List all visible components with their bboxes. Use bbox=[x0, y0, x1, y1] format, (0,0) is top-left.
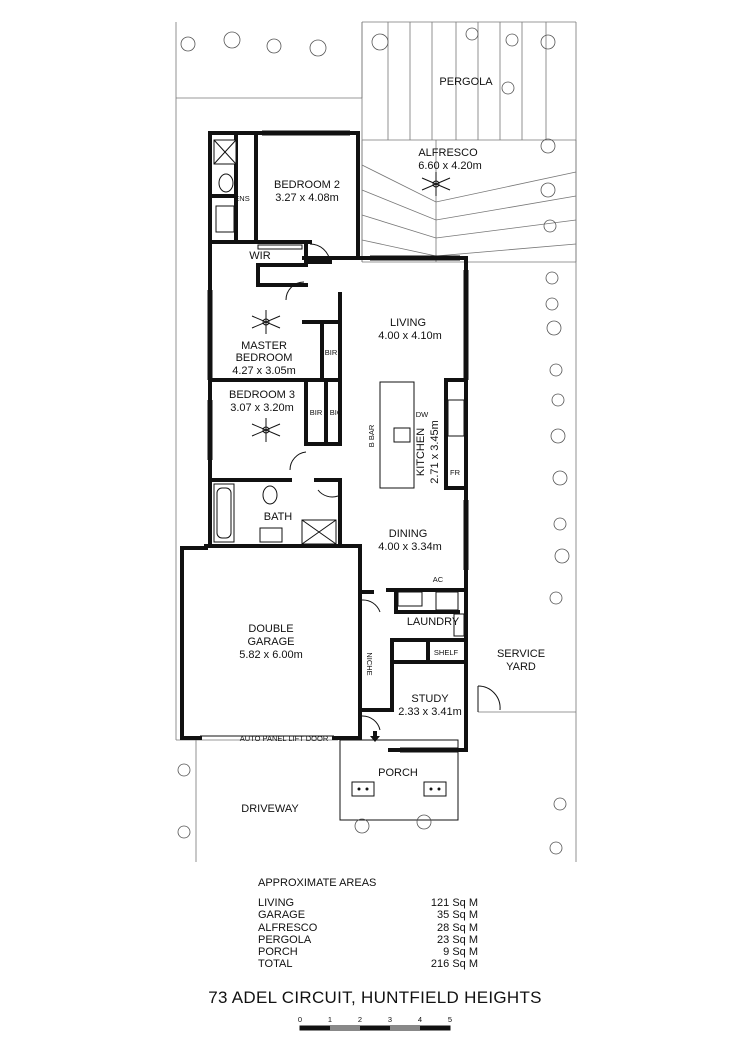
areas-heading: APPROXIMATE AREAS bbox=[258, 877, 377, 889]
area-row: TOTAL 216 Sq M bbox=[258, 958, 478, 970]
dining-size: 4.00 x 3.34m bbox=[378, 541, 442, 553]
garage-label-1: DOUBLE bbox=[248, 623, 293, 635]
bbar-label: B BAR bbox=[367, 424, 376, 447]
area-row: PERGOLA 23 Sq M bbox=[258, 934, 478, 946]
area-row: ALFRESCO 28 Sq M bbox=[258, 922, 478, 934]
scale-tick-0: 0 bbox=[298, 1015, 302, 1024]
ens-label: ENS bbox=[234, 194, 249, 203]
tree-icon bbox=[177, 27, 570, 855]
scale-bar: 0 1 2 3 4 5 bbox=[298, 1015, 452, 1031]
area-label: TOTAL bbox=[258, 958, 293, 971]
scale-tick-2: 2 bbox=[358, 1015, 362, 1024]
shelf-label: SHELF bbox=[434, 648, 459, 657]
doors bbox=[285, 180, 501, 731]
area-row: GARAGE 35 Sq M bbox=[258, 909, 478, 921]
area-label: PERGOLA bbox=[258, 933, 312, 946]
service-yard-label-2: YARD bbox=[506, 661, 536, 673]
living-label: LIVING bbox=[390, 317, 426, 329]
area-value: 9 Sq M bbox=[443, 946, 478, 959]
scale-tick-1: 1 bbox=[328, 1015, 332, 1024]
study-size: 2.33 x 3.41m bbox=[398, 706, 462, 718]
fixtures bbox=[213, 139, 465, 637]
garage-door-label: AUTO PANEL LIFT DOOR bbox=[240, 734, 329, 743]
area-label: GARAGE bbox=[258, 909, 306, 922]
scale-tick-3: 3 bbox=[388, 1015, 392, 1024]
area-label: ALFRESCO bbox=[258, 921, 318, 934]
alfresco-label: ALFRESCO bbox=[418, 147, 478, 159]
kitchen-label: KITCHEN bbox=[415, 428, 427, 476]
porch bbox=[339, 739, 459, 821]
bedroom3-label: BEDROOM 3 bbox=[229, 389, 295, 401]
area-value: 28 Sq M bbox=[437, 921, 478, 934]
property-address: 73 ADEL CIRCUIT, HUNTFIELD HEIGHTS bbox=[208, 988, 542, 1007]
area-row: LIVING 121 Sq M bbox=[258, 897, 478, 909]
interior-walls bbox=[208, 131, 468, 712]
master-size: 4.27 x 3.05m bbox=[232, 365, 296, 377]
area-value: 23 Sq M bbox=[437, 933, 478, 946]
living-size: 4.00 x 4.10m bbox=[378, 330, 442, 342]
house-walls bbox=[180, 131, 468, 752]
wir-label: WIR bbox=[249, 250, 270, 262]
bedroom2-label: BEDROOM 2 bbox=[274, 179, 340, 191]
scale-tick-5: 5 bbox=[448, 1015, 452, 1024]
entry-arrow-icon bbox=[370, 731, 380, 742]
approximate-areas: APPROXIMATE AREAS LIVING 121 Sq M GARAGE 3… bbox=[258, 877, 478, 970]
area-label: PORCH bbox=[258, 946, 298, 959]
bedroom2-size: 3.27 x 4.08m bbox=[275, 192, 339, 204]
service-yard-label-1: SERVICE bbox=[497, 648, 545, 660]
area-label: LIVING bbox=[258, 897, 295, 910]
porch-label: PORCH bbox=[378, 767, 418, 779]
master-label-1: MASTER bbox=[241, 340, 287, 352]
ac-label: AC bbox=[433, 575, 444, 584]
master-label-2: BEDROOM bbox=[236, 352, 293, 364]
kitchen-size: 2.71 x 3.45m bbox=[429, 420, 441, 484]
area-value: 216 Sq M bbox=[430, 958, 478, 971]
alfresco bbox=[361, 140, 577, 263]
fr-label: FR bbox=[450, 468, 461, 477]
dw-label: DW bbox=[416, 410, 429, 419]
bir2-label: BIR bbox=[310, 408, 323, 417]
laundry-label: LAUNDRY bbox=[407, 616, 460, 628]
area-value: 35 Sq M bbox=[437, 909, 478, 922]
garage-label-2: GARAGE bbox=[247, 636, 294, 648]
area-row: PORCH 9 Sq M bbox=[258, 946, 478, 958]
bic-label: BIC bbox=[330, 408, 343, 417]
study-label: STUDY bbox=[411, 693, 449, 705]
bath-label: BATH bbox=[264, 511, 293, 523]
bedroom3-size: 3.07 x 3.20m bbox=[230, 402, 294, 414]
scale-tick-4: 4 bbox=[418, 1015, 422, 1024]
windows bbox=[207, 130, 469, 753]
pergola-label: PERGOLA bbox=[439, 76, 493, 88]
bir1-label: BIR bbox=[325, 348, 338, 357]
ceiling-fan-icon bbox=[251, 172, 451, 442]
driveway-label: DRIVEWAY bbox=[241, 803, 299, 815]
niche-label: NICHE bbox=[365, 652, 374, 675]
garage-size: 5.82 x 6.00m bbox=[239, 649, 303, 661]
alfresco-size: 6.60 x 4.20m bbox=[418, 160, 482, 172]
area-value: 121 Sq M bbox=[430, 897, 478, 910]
dining-label: DINING bbox=[389, 528, 428, 540]
